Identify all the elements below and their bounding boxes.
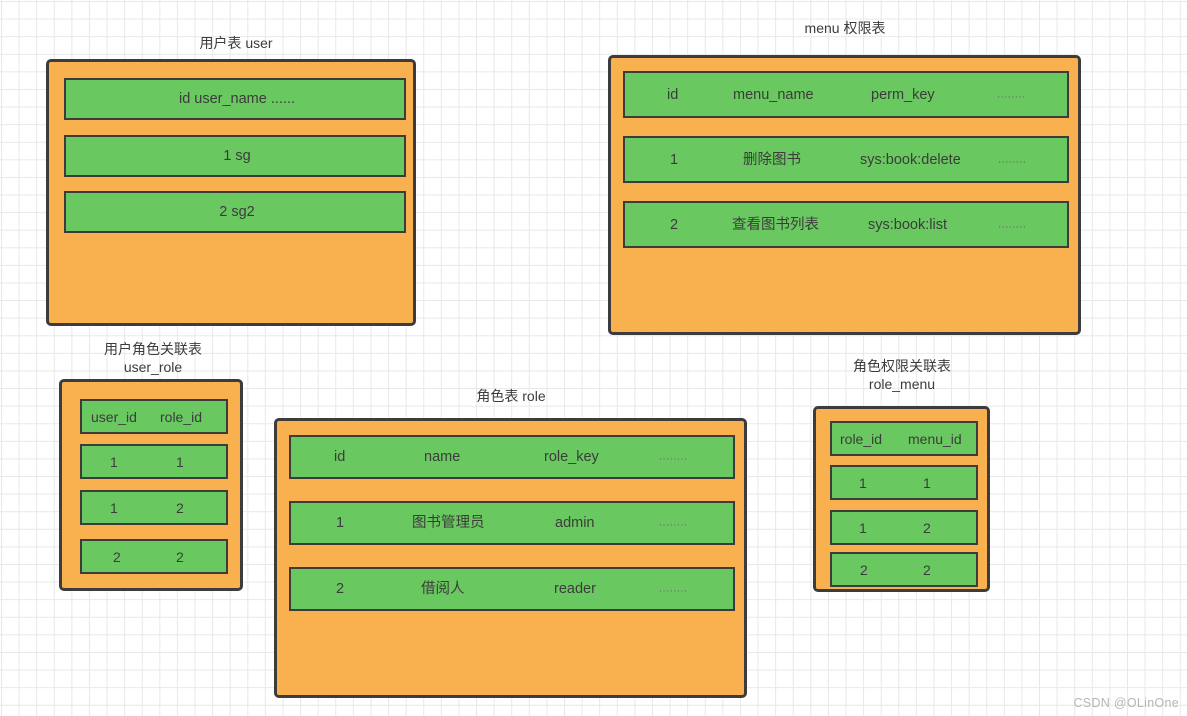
cell-menu-row1-id: 1 [670, 151, 679, 168]
caption-user-table: 用户表 user [199, 35, 273, 51]
watermark: CSDN @OLinOne [1073, 696, 1179, 710]
cell-menu-header-perm-key: perm_key [871, 86, 935, 103]
cell-role-header-id: id [334, 448, 346, 465]
cell-user-role-header-user-id: user_id [91, 408, 137, 425]
cell-role-menu-header-menu-id: menu_id [908, 430, 962, 447]
table-row-menu-1: 1 删除图书 sys:book:delete ........ [623, 136, 1069, 183]
table-row-user-role-3: 2 2 [80, 539, 228, 574]
table-row-user-role-2: 1 2 [80, 490, 228, 525]
table-row-role-2: 2 借阅人 reader ........ [289, 567, 735, 611]
table-row-role-menu-header: role_id menu_id [830, 421, 978, 456]
cell-menu-row2-perm-key: sys:book:list [868, 216, 947, 233]
cell-menu-row1-perm-key: sys:book:delete [860, 151, 961, 168]
cell-role-menu-row1-menu-id: 1 [923, 474, 931, 491]
cell-user-role-row2-user-id: 1 [110, 499, 118, 516]
cell-role-row2-role-key: reader [554, 580, 596, 597]
table-card-menu: id menu_name perm_key ........ 1 删除图书 sy… [608, 55, 1081, 335]
table-row-role-menu-1: 1 1 [830, 465, 978, 500]
cell-user-role-header-role-id: role_id [160, 408, 203, 425]
caption-menu-table: menu 权限表 [804, 20, 886, 36]
cell-user-role-row3-role-id: 2 [176, 548, 184, 565]
cell-role-menu-row2-menu-id: 2 [923, 519, 931, 536]
table-row-role-1: 1 图书管理员 admin ........ [289, 501, 735, 545]
caption-role-menu-table: 角色权限关联表 role_menu [853, 358, 951, 392]
cell-user-row2: 2 sg2 [219, 203, 255, 220]
cell-role-menu-row3-menu-id: 2 [923, 561, 931, 578]
cell-role-menu-row3-role-id: 2 [860, 561, 868, 578]
caption-role-table: 角色表 role [476, 388, 546, 404]
cell-menu-row1-more: ........ [998, 153, 1027, 165]
cell-user-header-columns: id user_name ...... [178, 90, 296, 107]
cell-role-row1-id: 1 [336, 514, 345, 531]
cell-role-header-role-key: role_key [544, 448, 599, 465]
table-card-user: id user_name ...... 1 sg 2 sg2 [46, 59, 416, 326]
cell-role-header-more: ........ [659, 450, 688, 463]
cell-menu-row2-name: 查看图书列表 [732, 216, 819, 233]
table-card-user-role: user_id role_id 1 1 1 2 2 2 [59, 379, 243, 591]
cell-user-role-row2-role-id: 2 [176, 499, 184, 516]
cell-role-menu-row1-role-id: 1 [859, 474, 867, 491]
cell-menu-header-more: ........ [997, 88, 1026, 100]
table-row-role-menu-2: 1 2 [830, 510, 978, 545]
cell-role-row2-name: 借阅人 [421, 580, 465, 597]
cell-menu-row2-more: ........ [998, 218, 1027, 230]
caption-user-role-table: 用户角色关联表 user_role [104, 341, 202, 375]
table-row-role-header: id name role_key ........ [289, 435, 735, 479]
cell-role-menu-row2-role-id: 1 [859, 519, 867, 536]
table-row-user-role-header: user_id role_id [80, 399, 228, 434]
table-row-user-1: 1 sg [64, 135, 406, 177]
cell-role-row1-name: 图书管理员 [412, 514, 485, 531]
cell-role-row2-more: ........ [659, 582, 688, 595]
cell-role-row1-role-key: admin [555, 514, 595, 531]
table-row-user-header: id user_name ...... [64, 78, 406, 120]
cell-role-header-name: name [424, 448, 461, 465]
table-row-user-2: 2 sg2 [64, 191, 406, 233]
cell-menu-row1-name: 删除图书 [743, 151, 801, 168]
cell-user-role-row1-role-id: 1 [176, 453, 184, 470]
table-row-role-menu-3: 2 2 [830, 552, 978, 587]
table-card-role: id name role_key ........ 1 图书管理员 admin … [274, 418, 747, 698]
cell-role-menu-header-role-id: role_id [840, 430, 883, 447]
cell-user-role-row3-user-id: 2 [113, 548, 121, 565]
cell-role-row2-id: 2 [336, 580, 345, 597]
cell-menu-header-menu-name: menu_name [733, 86, 814, 103]
cell-user-row1: 1 sg [223, 147, 251, 164]
cell-role-row1-more: ........ [659, 516, 688, 529]
cell-menu-row2-id: 2 [670, 216, 679, 233]
table-row-menu-header: id menu_name perm_key ........ [623, 71, 1069, 118]
table-row-user-role-1: 1 1 [80, 444, 228, 479]
table-row-menu-2: 2 查看图书列表 sys:book:list ........ [623, 201, 1069, 248]
table-card-role-menu: role_id menu_id 1 1 1 2 2 2 [813, 406, 990, 592]
cell-user-role-row1-user-id: 1 [110, 453, 118, 470]
cell-menu-header-id: id [667, 86, 679, 103]
